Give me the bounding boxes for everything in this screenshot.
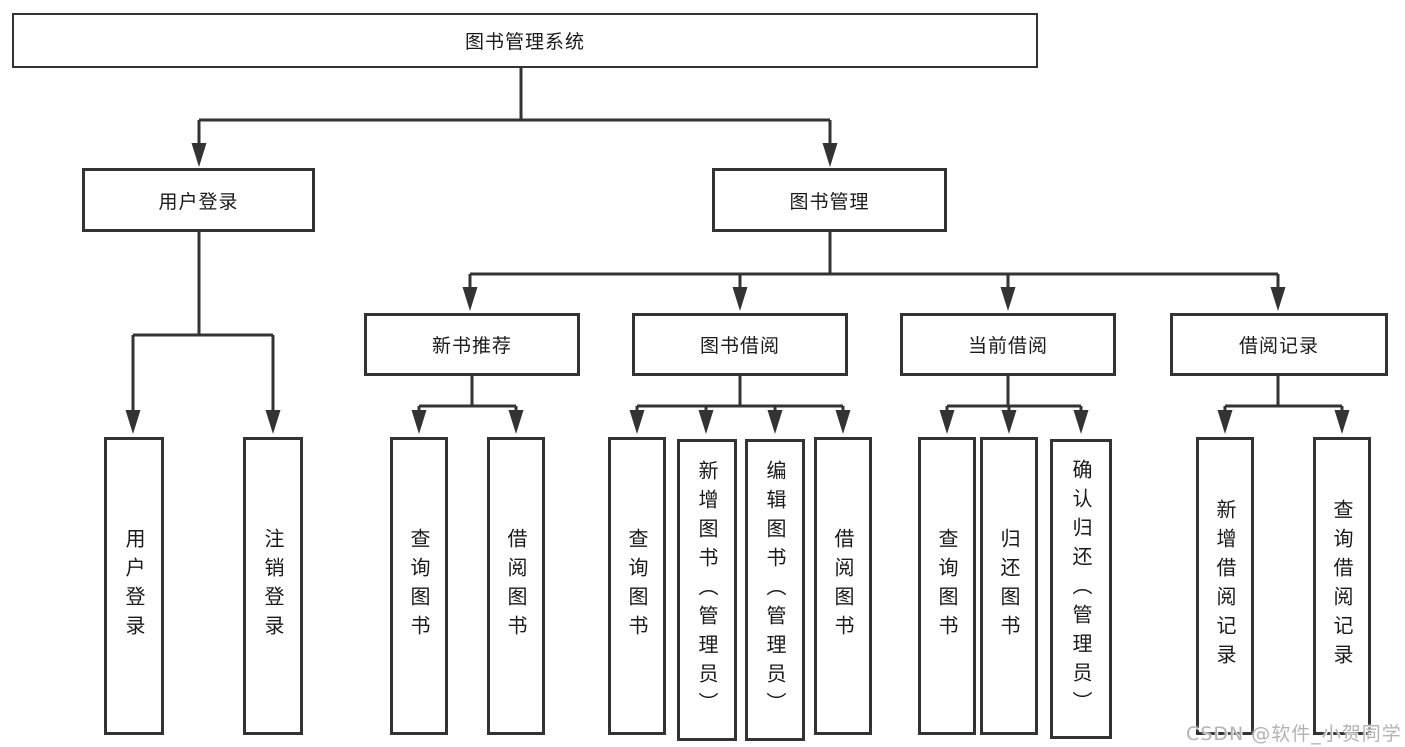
leaf-query-borrow-record-label: 查询借阅记录 [1330,499,1354,673]
leaf-edit-books-admin-label: 编辑图书（管理员） [763,459,787,721]
arrowhead-down-icon [411,410,427,434]
leaf-borrow-books-recommend-label: 借阅图书 [504,528,528,644]
arrowhead-down-icon [462,287,478,311]
leaf-query-books-recommend-box: 查询图书 [390,437,448,735]
connector-root-arrowheads [191,143,838,167]
node-root-box: 图书管理系统 [12,13,1038,68]
connector-new-book-recommend-arrowheads [411,410,524,434]
arrowhead-down-icon [939,410,955,434]
node-book-management-box: 图书管理 [712,168,947,232]
csdn-watermark: CSDN @软件_小贺同学 [1186,723,1402,745]
arrowhead-down-icon [629,410,645,434]
leaf-query-books-current-label: 查询图书 [935,528,959,644]
arrowhead-down-icon [1217,410,1233,434]
node-new-book-recommend-label: 新书推荐 [431,335,512,357]
node-user-login-label: 用户登录 [158,190,239,213]
node-new-book-recommend-box: 新书推荐 [364,313,580,376]
leaf-query-books-current-box: 查询图书 [918,437,976,735]
connector-user-login-arrowheads [125,410,281,434]
leaf-query-borrow-record-box: 查询借阅记录 [1313,437,1371,735]
connector-new-book-recommend [417,376,518,428]
leaf-borrow-books-recommend-box: 借阅图书 [487,437,545,735]
leaf-confirm-return-admin-box: 确认归还（管理员） [1050,439,1112,739]
arrowhead-down-icon [1000,287,1016,311]
node-borrowing-records-box: 借阅记录 [1170,313,1388,376]
connector-user-login [131,232,275,428]
connector-current-borrowing [945,376,1083,428]
arrowhead-down-icon [1334,410,1350,434]
leaf-add-books-admin-label: 新增图书（管理员） [695,459,719,721]
leaf-query-books-borrowing-label: 查询图书 [625,528,649,644]
arrowhead-down-icon [1270,287,1286,311]
leaf-user-login-box: 用户登录 [104,437,164,735]
leaf-borrow-books-borrowing-label: 借阅图书 [831,528,855,644]
node-book-borrowing-box: 图书借阅 [632,313,848,376]
arrowhead-down-icon [508,410,524,434]
leaf-edit-books-admin-box: 编辑图书（管理员） [745,439,805,741]
node-book-management-label: 图书管理 [789,190,870,213]
connector-book-management [468,232,1280,305]
node-user-login-box: 用户登录 [82,168,315,232]
leaf-confirm-return-admin-label: 确认归还（管理员） [1069,458,1093,720]
leaf-add-borrow-record-label: 新增借阅记录 [1213,499,1237,673]
arrowhead-down-icon [767,410,783,434]
arrowhead-down-icon [822,143,838,167]
leaf-add-borrow-record-box: 新增借阅记录 [1196,437,1254,735]
leaf-logout-label: 注销登录 [261,528,285,644]
arrowhead-down-icon [265,410,281,434]
leaf-query-books-recommend-label: 查询图书 [407,528,431,644]
connector-current-borrowing-arrowheads [939,410,1089,434]
leaf-logout-box: 注销登录 [243,437,303,735]
arrowhead-down-icon [835,410,851,434]
leaf-borrow-books-borrowing-box: 借阅图书 [814,437,872,735]
leaf-query-books-borrowing-box: 查询图书 [608,437,666,735]
node-current-borrowing-box: 当前借阅 [900,313,1116,376]
leaf-add-books-admin-box: 新增图书（管理员） [677,439,737,741]
node-root-label: 图书管理系统 [464,31,585,53]
connector-borrowing-records-arrowheads [1217,410,1350,434]
arrowhead-down-icon [125,410,141,434]
connector-book-borrowing [635,376,845,428]
arrowhead-down-icon [698,410,714,434]
arrowhead-down-icon [732,287,748,311]
node-current-borrowing-label: 当前借阅 [967,335,1048,357]
connector-root [197,67,832,160]
connector-book-borrowing-arrowheads [629,410,851,434]
arrowhead-down-icon [191,143,207,167]
leaf-return-books-label: 归还图书 [997,528,1021,644]
leaf-user-login-label: 用户登录 [122,528,146,644]
node-borrowing-records-label: 借阅记录 [1238,335,1319,357]
arrowhead-down-icon [1073,410,1089,434]
node-book-borrowing-label: 图书借阅 [699,335,780,357]
leaf-return-books-box: 归还图书 [980,437,1038,735]
connector-borrowing-records [1223,376,1344,428]
arrowhead-down-icon [1001,410,1017,434]
connector-book-management-arrowheads [462,287,1286,311]
